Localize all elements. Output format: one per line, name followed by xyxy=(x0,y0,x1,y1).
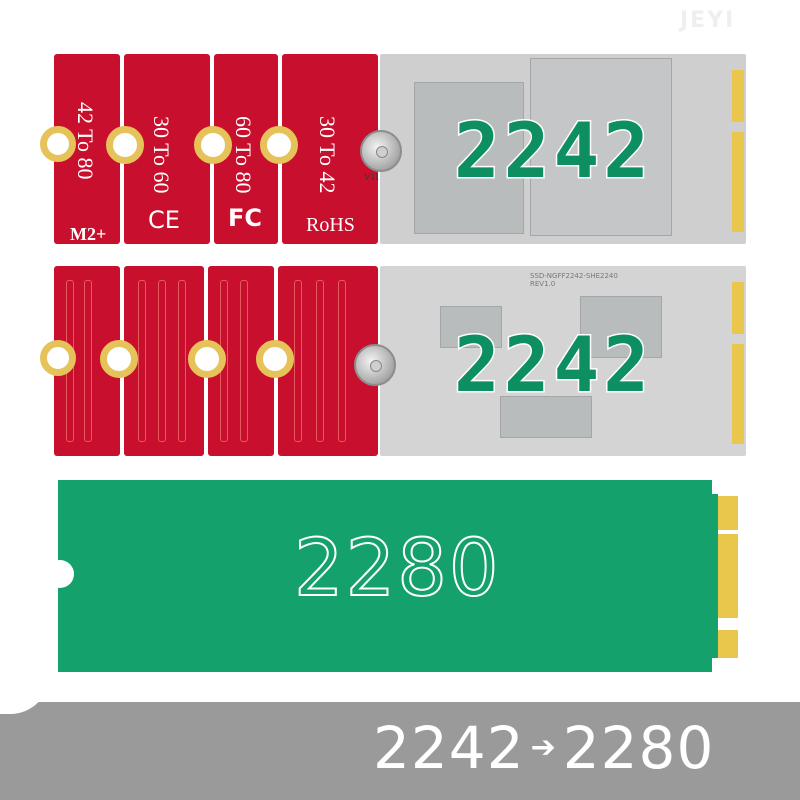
mount-hole xyxy=(40,126,76,162)
caption-from: 2242 xyxy=(373,714,525,782)
segment-label: 42 To 80 xyxy=(73,102,98,180)
pcb-text: SSD-NGFF2242-SHE2240 REV1.0 xyxy=(530,272,618,288)
edge-connector xyxy=(718,496,738,530)
adapter-board-middle: SSD-NGFF2242-SHE2240 REV1.0 2242 xyxy=(40,266,746,456)
screw-icon xyxy=(354,344,396,386)
edge-connector xyxy=(732,70,744,122)
ssd-2242-gray: SSD-NGFF2242-SHE2240 REV1.0 xyxy=(380,266,746,456)
edge-connector xyxy=(732,282,744,334)
caption: 2242➔2280 xyxy=(373,714,714,782)
ssd-2280-pcb xyxy=(58,480,712,672)
pcb-component xyxy=(580,296,662,358)
mount-hole xyxy=(260,126,298,164)
segment-label: 30 To 42 xyxy=(315,116,340,194)
rohs-mark: RoHS xyxy=(306,214,355,236)
mount-hole xyxy=(194,126,232,164)
mount-hole xyxy=(256,340,294,378)
mount-hole xyxy=(106,126,144,164)
fcc-mark: FC xyxy=(228,204,263,232)
adapter-board-top: 42 To 80 30 To 60 60 To 80 30 To 42 M2+ … xyxy=(40,54,746,244)
ssd-size-label: 2242 xyxy=(452,319,654,411)
pcb-component xyxy=(500,396,592,438)
segment-label: 30 To 60 xyxy=(149,116,174,194)
brand-watermark: JEYI xyxy=(680,8,736,33)
pcb-tab xyxy=(706,494,718,658)
ce-mark: CE xyxy=(148,206,180,234)
mount-hole xyxy=(100,340,138,378)
pcb-component xyxy=(440,306,502,348)
ssd-2242-gray xyxy=(380,54,746,244)
heatsink-stripe xyxy=(240,280,248,442)
flash-chip xyxy=(414,82,524,234)
heatsink-stripe xyxy=(84,280,92,442)
arrow-right-icon: ➔ xyxy=(530,730,557,766)
segment-label: 60 To 80 xyxy=(231,116,256,194)
screw-icon xyxy=(360,130,402,172)
ssd-size-label: 2242 xyxy=(452,105,654,197)
mount-hole xyxy=(40,340,76,376)
mount-hole xyxy=(188,340,226,378)
edge-connector xyxy=(718,630,738,658)
controller-chip xyxy=(530,58,672,236)
heatsink-stripe xyxy=(294,280,302,442)
heatsink-stripe xyxy=(178,280,186,442)
ssd-2280-board: 2280 xyxy=(46,480,748,672)
heatsink-stripe xyxy=(316,280,324,442)
edge-connector xyxy=(732,132,744,232)
mount-notch xyxy=(46,560,74,588)
heatsink-stripe xyxy=(338,280,346,442)
ssd-size-label: 2280 xyxy=(293,523,501,615)
version-mark: V11 xyxy=(364,172,380,182)
caption-bar xyxy=(0,674,800,800)
heatsink-stripe xyxy=(138,280,146,442)
heatsink-stripe xyxy=(158,280,166,442)
marking-m2: M2+ xyxy=(70,224,107,244)
edge-connector xyxy=(732,344,744,444)
caption-to: 2280 xyxy=(562,714,715,782)
edge-connector xyxy=(718,534,738,618)
